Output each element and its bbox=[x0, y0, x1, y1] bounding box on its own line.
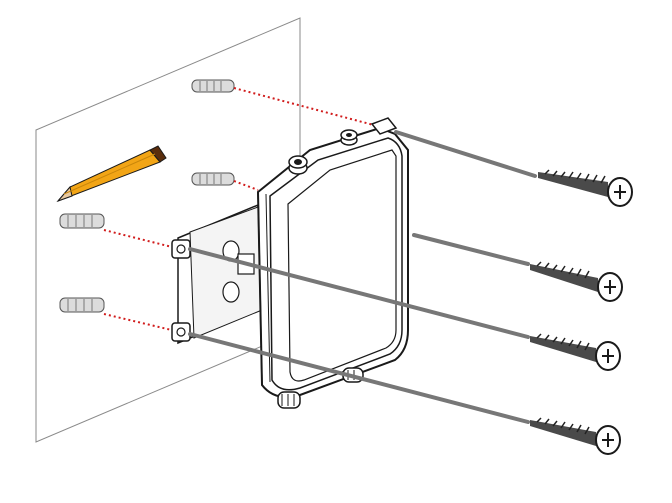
outdoor-enclosure bbox=[256, 117, 409, 409]
screw-1 bbox=[538, 169, 633, 207]
top-connector-left bbox=[288, 155, 308, 175]
top-mount-tab bbox=[370, 117, 398, 135]
wall-anchor-top-2 bbox=[191, 172, 235, 186]
pencil bbox=[56, 145, 167, 203]
screw-3 bbox=[530, 333, 621, 371]
wall-anchor-top-1 bbox=[191, 79, 235, 93]
screw-2 bbox=[530, 261, 623, 302]
top-connector-right bbox=[340, 129, 358, 146]
bottom-cable-gland-left bbox=[277, 391, 301, 409]
wall-anchor-bottom-2 bbox=[59, 297, 105, 313]
screw-guides bbox=[188, 130, 537, 424]
wall-anchor-bottom-1 bbox=[59, 213, 105, 229]
screw-4 bbox=[530, 417, 621, 455]
anchor-guides bbox=[103, 87, 386, 333]
mounting-bracket bbox=[171, 203, 263, 345]
